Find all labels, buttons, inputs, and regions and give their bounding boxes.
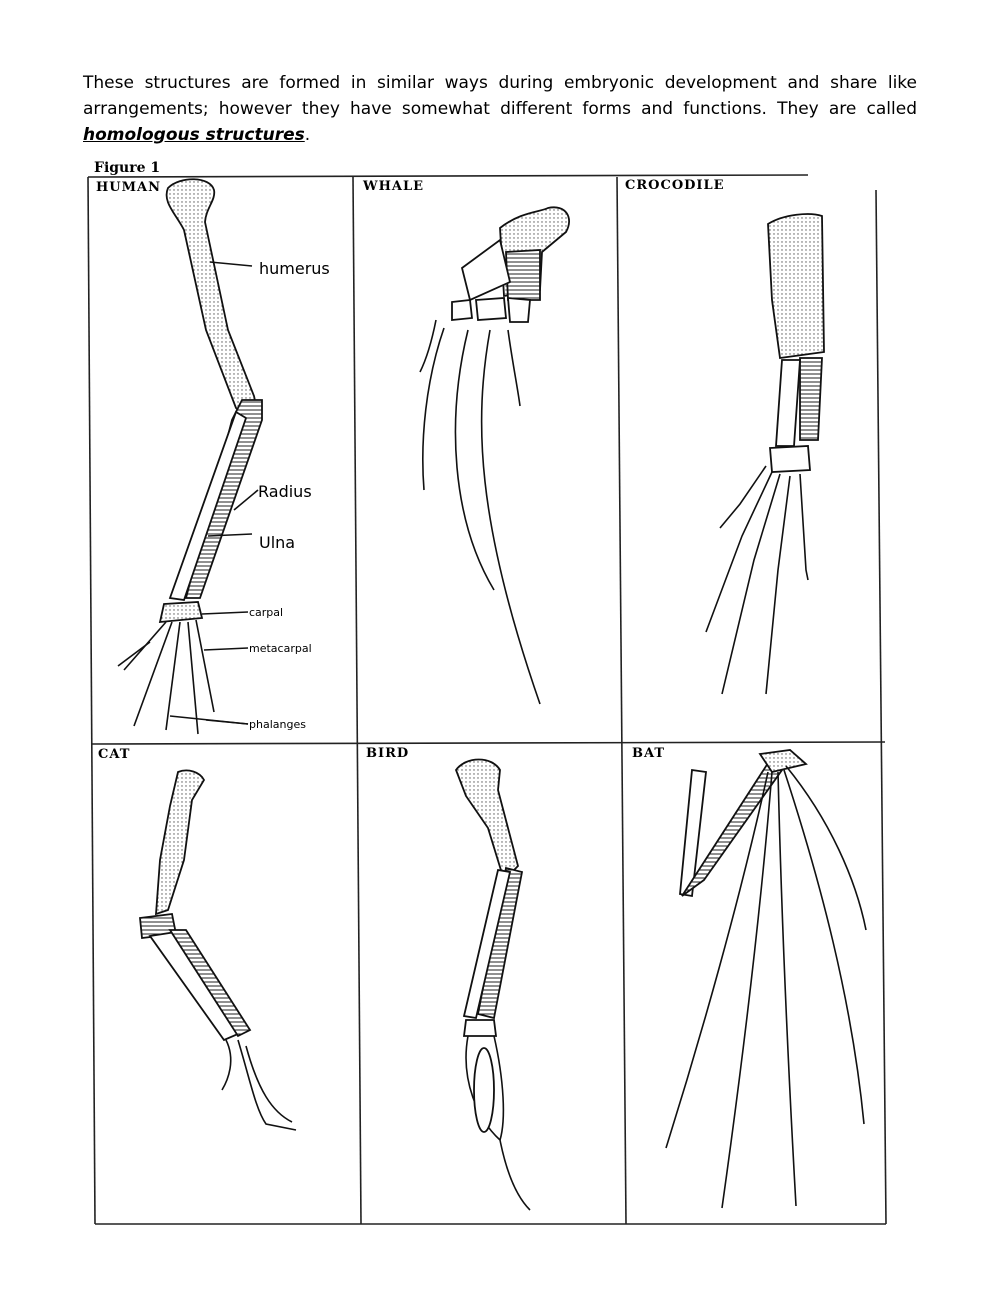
panel-title-crocodile: CROCODILE [625,178,725,193]
panel-title-human: HUMAN [96,180,161,195]
label-radius: Radius [258,482,312,501]
label-metacarpal: metacarpal [249,642,312,655]
label-phalanges: phalanges [249,718,306,731]
cat-leg-drawing [139,769,297,1131]
intro-text: These structures are formed in similar w… [83,73,917,119]
human-arm-drawing [117,178,263,735]
panel-title-cat: CAT [98,747,130,762]
figure-frame [87,174,887,1225]
crocodile-arm-drawing [705,213,825,695]
panel-title-bird: BIRD [366,746,409,761]
bird-wing-drawing [454,758,531,1211]
label-humerus: humerus [259,259,330,278]
key-term: homologous structures [83,125,305,145]
intro-end: . [304,125,311,145]
intro-paragraph: These structures are formed in similar w… [83,70,917,148]
label-ulna: Ulna [259,533,295,552]
bat-wing-drawing [665,749,867,1209]
whale-flipper-drawing [419,206,570,705]
label-carpal: carpal [249,606,283,619]
panel-title-bat: BAT [632,746,665,761]
panel-title-whale: WHALE [362,179,424,194]
figure-label: Figure 1 [94,160,161,176]
